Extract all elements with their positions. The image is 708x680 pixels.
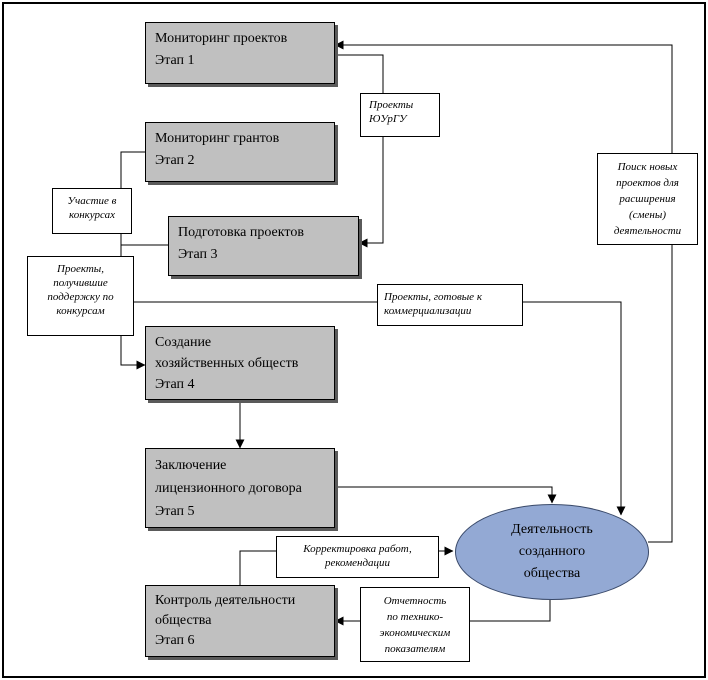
note-reporting-line-1: Отчетность: [383, 595, 447, 607]
note-correction-line-1: Корректировка работ,: [303, 543, 412, 555]
stage-3-step: Этап 3: [178, 247, 218, 262]
note-contest-line-2: конкурсах: [68, 209, 116, 221]
note-technical-reporting: Отчетность по технико- экономическим пок…: [360, 587, 470, 662]
connector-commercialization-to-activity: [121, 301, 626, 516]
note-commercialization-line-2: коммерциализации: [384, 305, 472, 317]
activity-line-1: Деятельность: [511, 522, 593, 537]
note-supported-line-2: получившие: [53, 277, 108, 289]
note-reporting-line-4: показателям: [384, 643, 446, 655]
stage-6-box: Контроль деятельности общества Этап 6: [145, 585, 335, 657]
stage-6-title-1: Контроль деятельности: [155, 593, 296, 608]
note-contest-line-1: Участие в: [67, 195, 117, 207]
note-susu-projects-line-2: ЮУрГУ: [369, 113, 407, 125]
stage-5-title-1: Заключение: [155, 458, 227, 473]
stage-4-box: Создание хозяйственных обществ Этап 4: [145, 326, 335, 400]
stage-6-title-2: общества: [155, 613, 212, 628]
note-correction-line-2: рекомендации: [324, 557, 391, 569]
note-new-projects-search: Поиск новых проектов для расширения (сме…: [597, 153, 698, 245]
stage-3-box: Подготовка проектов Этап 3: [168, 216, 359, 276]
stage-3-title: Подготовка проектов: [178, 225, 304, 240]
note-search-line-4: (смены): [628, 209, 667, 221]
company-activity-ellipse: Деятельность созданного общества: [455, 504, 649, 600]
activity-line-3: общества: [523, 566, 581, 581]
connector-activity-to-stage1: [334, 40, 673, 543]
note-search-line-5: деятельности: [613, 225, 682, 237]
stage-1-box: Мониторинг проектов Этап 1: [145, 22, 335, 84]
stage-5-title-2: лицензионного договора: [155, 481, 302, 496]
note-susu-projects-line-1: Проекты: [369, 99, 414, 111]
note-commercialization-ready: Проекты, готовые к коммерциализации: [377, 284, 523, 326]
stage-2-step: Этап 2: [155, 153, 195, 168]
note-search-line-3: расширения: [619, 193, 676, 205]
stage-4-step: Этап 4: [155, 377, 195, 392]
stage-2-title: Мониторинг грантов: [155, 131, 280, 146]
note-reporting-line-3: экономическим: [379, 627, 451, 639]
note-supported-projects: Проекты, получившие поддержку по конкурс…: [27, 256, 134, 336]
stage-1-step: Этап 1: [155, 53, 195, 68]
stage-4-title-2: хозяйственных обществ: [155, 356, 299, 371]
note-commercialization-line-1: Проекты, готовые к: [384, 291, 482, 303]
connector-stage5-to-activity: [335, 486, 557, 504]
note-supported-line-1: Проекты,: [57, 263, 104, 275]
note-work-correction: Корректировка работ, рекомендации: [276, 536, 439, 578]
stage-5-step: Этап 5: [155, 504, 195, 519]
note-reporting-line-2: по технико-: [386, 611, 444, 623]
stage-4-title-1: Создание: [155, 335, 212, 350]
connector-stage1-to-stage3: [335, 54, 384, 248]
note-search-line-2: проектов для: [616, 177, 679, 189]
note-contest-participation: Участие в конкурсах: [52, 188, 132, 234]
note-search-line-1: Поиск новых: [617, 161, 678, 173]
stage-6-step: Этап 6: [155, 633, 195, 648]
note-supported-line-3: поддержку по: [47, 291, 114, 303]
stage-2-box: Мониторинг грантов Этап 2: [145, 122, 335, 182]
activity-line-2: созданного: [518, 544, 586, 559]
note-supported-line-4: конкурсам: [56, 305, 105, 317]
stage-1-title: Мониторинг проектов: [155, 31, 288, 46]
note-susu-projects: Проекты ЮУрГУ: [360, 93, 440, 137]
stage-5-box: Заключение лицензионного договора Этап 5: [145, 448, 335, 528]
